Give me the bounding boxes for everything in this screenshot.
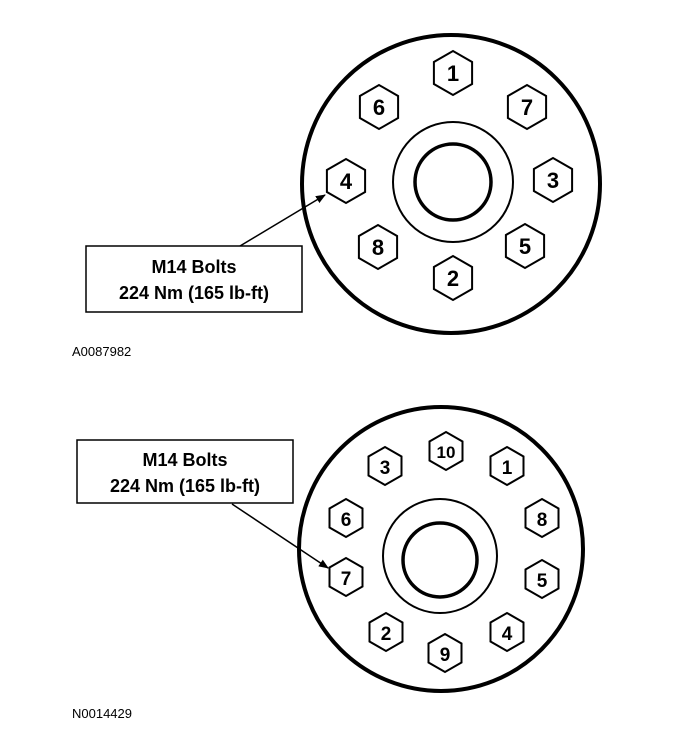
bolt-label: 4 bbox=[340, 169, 353, 194]
bolt-label: 5 bbox=[519, 234, 531, 259]
bolt-5: 5 bbox=[524, 558, 560, 600]
bolt-label: 2 bbox=[447, 266, 459, 291]
bolt-label: 5 bbox=[537, 571, 548, 592]
callout-box bbox=[76, 439, 294, 504]
bolt-3: 3 bbox=[367, 445, 403, 487]
bolt-label: 3 bbox=[380, 458, 391, 479]
callout-torque: 224 Nm (165 lb-ft) bbox=[110, 476, 260, 496]
bolt-label: 9 bbox=[440, 645, 451, 666]
bolt-2: 2 bbox=[368, 611, 404, 653]
bolt-label: 7 bbox=[521, 95, 533, 120]
bolt-1: 1 bbox=[432, 49, 474, 97]
bolt-7: 7 bbox=[506, 83, 548, 131]
callout-title: M14 Bolts bbox=[142, 450, 227, 470]
bolt-2: 2 bbox=[432, 254, 474, 302]
bolt-label: 8 bbox=[537, 510, 548, 531]
figure-id: A0087982 bbox=[72, 344, 131, 359]
bolt-label: 10 bbox=[437, 443, 456, 462]
bolt-10: 10 bbox=[428, 430, 464, 472]
bolt-label: 6 bbox=[373, 95, 385, 120]
bolt-8: 8 bbox=[357, 223, 399, 271]
bolt-7: 7 bbox=[328, 556, 364, 598]
leader-arrow bbox=[231, 503, 329, 569]
callout-box bbox=[85, 245, 303, 313]
bolt-6: 6 bbox=[358, 83, 400, 131]
leader-arrow bbox=[239, 194, 326, 247]
figure-id: N0014429 bbox=[72, 706, 132, 721]
bolt-label: 2 bbox=[381, 624, 392, 645]
bolt-5: 5 bbox=[504, 222, 546, 270]
bolt-label: 1 bbox=[502, 458, 513, 479]
bolt-6: 6 bbox=[328, 497, 364, 539]
hub-ring bbox=[392, 121, 514, 243]
flange-outer-circle bbox=[300, 33, 602, 335]
figure-2: 10 3 1 6 8 7 5 2 4 9 M14 Bolts 224 Nm (1… bbox=[72, 405, 585, 721]
bolt-4: 4 bbox=[489, 611, 525, 653]
bolt-label: 1 bbox=[447, 61, 459, 86]
callout-torque: 224 Nm (165 lb-ft) bbox=[119, 283, 269, 303]
bolt-8: 8 bbox=[524, 497, 560, 539]
bolt-label: 4 bbox=[502, 624, 513, 645]
figure-1: 1 6 7 4 3 8 5 2 M14 Bolts 224 Nm (165 lb… bbox=[72, 33, 602, 359]
hub-bore bbox=[401, 521, 479, 599]
callout-title: M14 Bolts bbox=[151, 257, 236, 277]
bolt-label: 3 bbox=[547, 168, 559, 193]
bolt-1: 1 bbox=[489, 445, 525, 487]
bolt-label: 6 bbox=[341, 510, 352, 531]
hub-ring bbox=[382, 498, 498, 614]
bolt-4: 4 bbox=[325, 157, 367, 205]
bolt-3: 3 bbox=[532, 156, 574, 204]
bolt-9: 9 bbox=[427, 632, 463, 674]
bolt-label: 7 bbox=[341, 569, 352, 590]
bolt-label: 8 bbox=[372, 235, 384, 260]
hub-bore bbox=[413, 142, 493, 222]
